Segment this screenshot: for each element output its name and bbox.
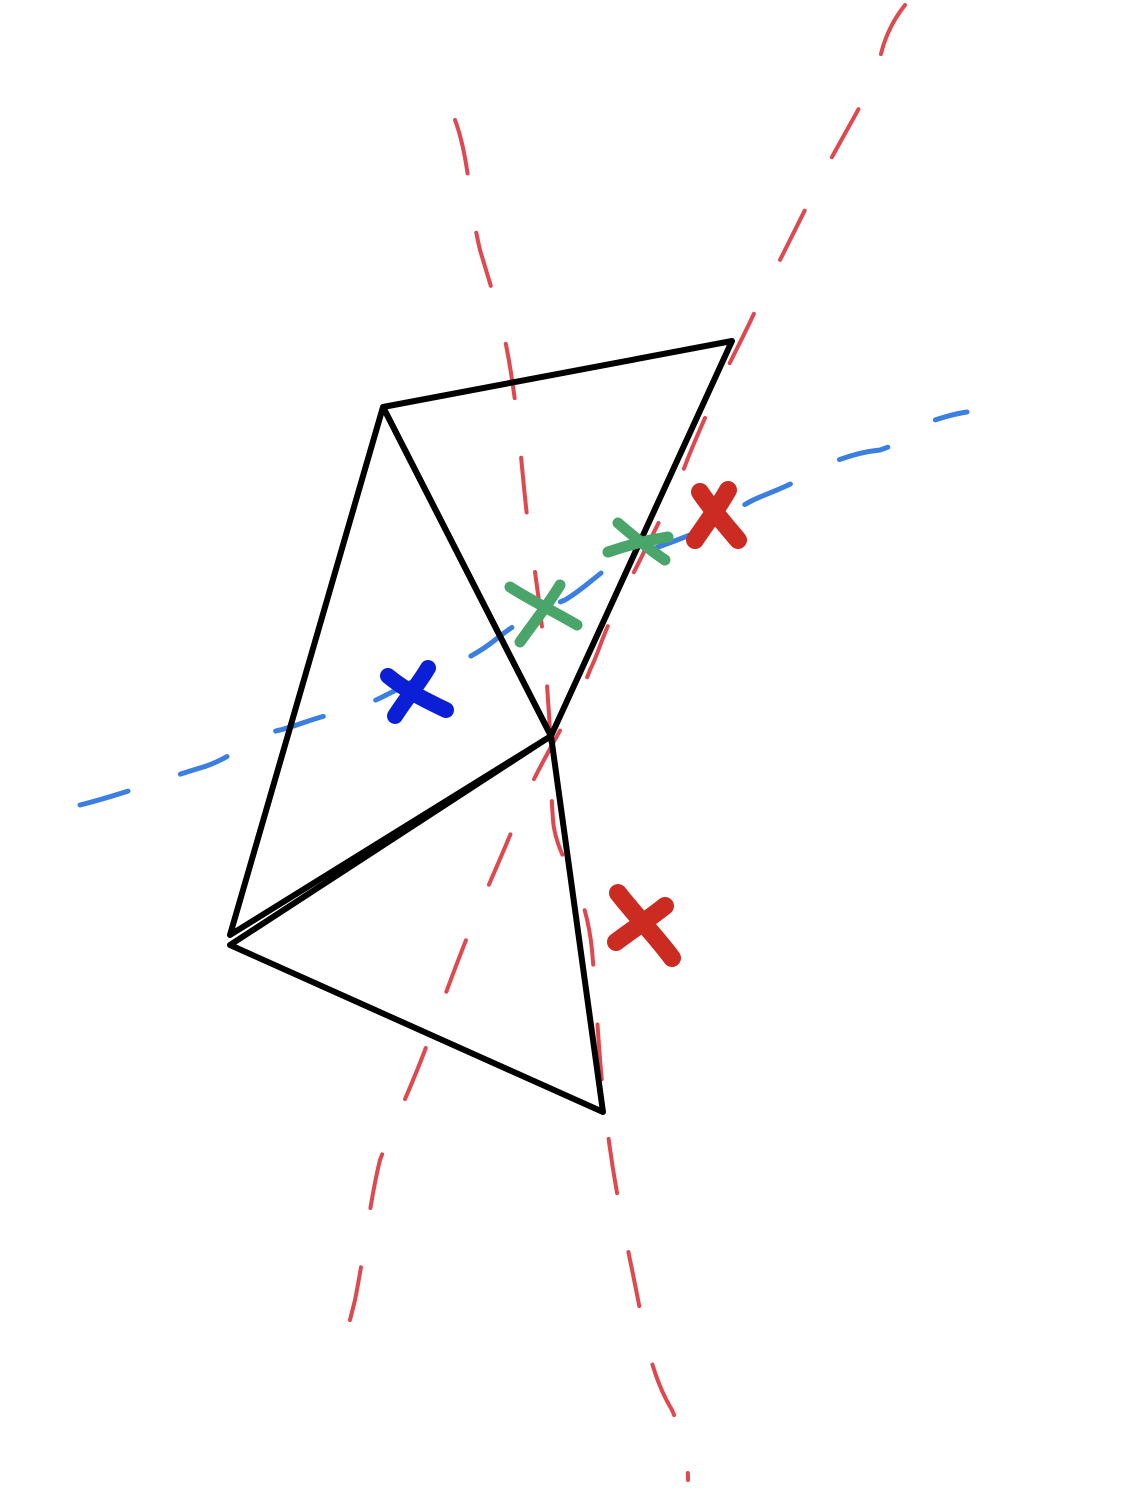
green-cross-marker-2 bbox=[602, 517, 674, 566]
green-cross-marker-1 bbox=[504, 579, 583, 648]
blue-dashed-curve bbox=[77, 409, 970, 808]
red-cross-marker-2 bbox=[607, 884, 681, 967]
red-dashed-curves bbox=[348, 3, 907, 1482]
red-dashed-curve-right bbox=[348, 3, 907, 1322]
triangle-mesh bbox=[227, 338, 735, 1115]
red-dashed-curve-left bbox=[453, 118, 690, 1482]
red-cross-marker-1 bbox=[686, 481, 747, 549]
triangle-left bbox=[227, 404, 554, 938]
triangle-bottom bbox=[227, 733, 606, 1115]
blue-cross-marker bbox=[380, 660, 454, 724]
